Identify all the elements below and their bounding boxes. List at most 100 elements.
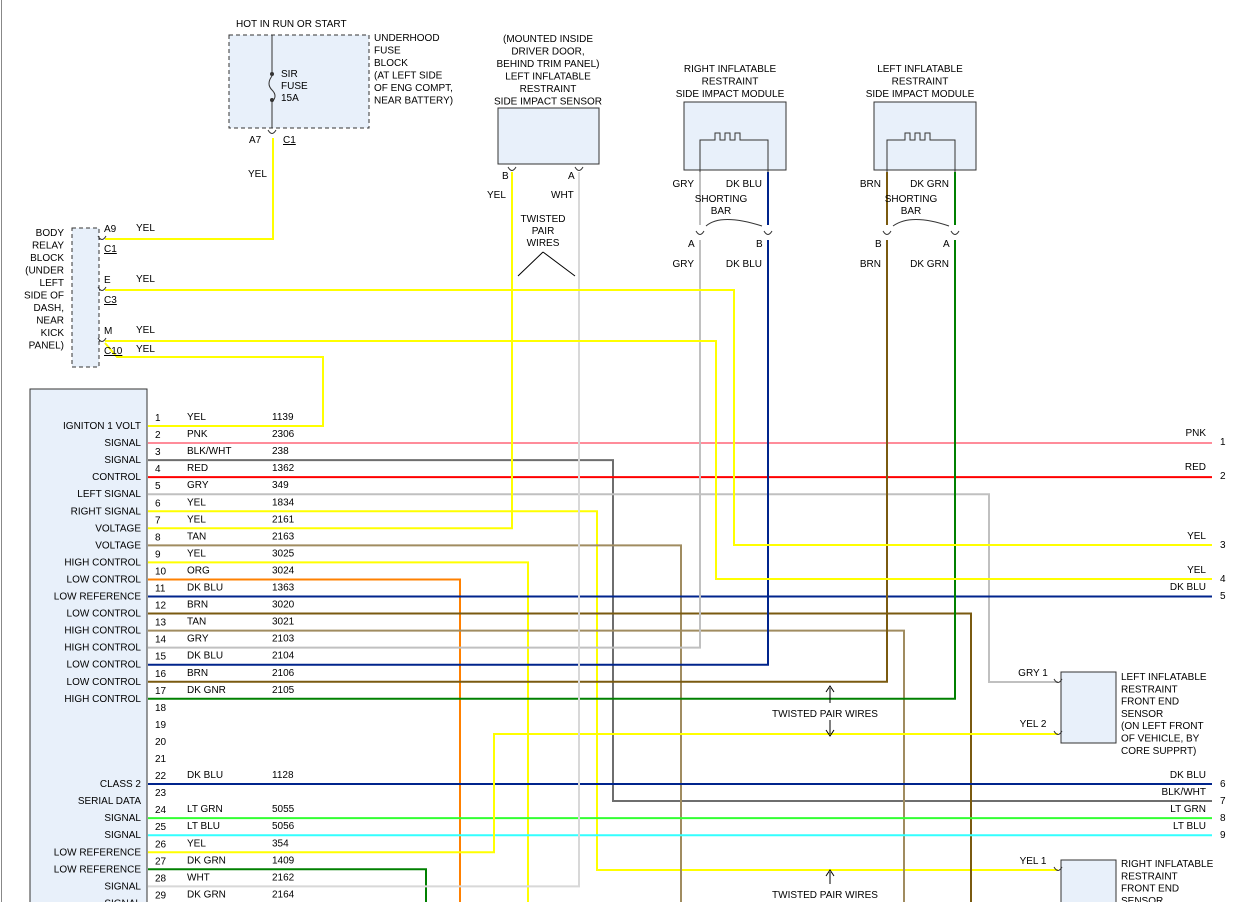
module-pin-number: 28 xyxy=(155,873,167,884)
module-pin-number: 13 xyxy=(155,618,167,629)
wire-color-label: YEL xyxy=(187,548,206,559)
right-connector-color: LT BLU xyxy=(1173,821,1206,832)
wire-color-label: RED xyxy=(187,463,208,474)
wire-color-label: YEL xyxy=(136,344,155,355)
wire-color-label: YEL xyxy=(187,497,206,508)
module-pin-number: 4 xyxy=(155,464,161,475)
label-text: SIDE IMPACT MODULE xyxy=(866,89,975,100)
module-pin-number: 1 xyxy=(155,413,161,424)
label-text: LEFT INFLATABLE xyxy=(1121,672,1207,683)
label-text: KICK xyxy=(41,328,65,339)
label-text: PAIR xyxy=(532,226,555,237)
label-text: 15A xyxy=(281,93,299,104)
module-pin-number: 25 xyxy=(155,822,167,833)
module-pin-number: 27 xyxy=(155,856,167,867)
module-pin-label: HIGH CONTROL xyxy=(64,643,141,654)
module-pin-label: LOW CONTROL xyxy=(67,574,142,585)
label-text: RESTRAINT xyxy=(892,77,949,88)
twisted-arrow xyxy=(517,251,576,277)
wire-pin7 xyxy=(148,172,513,530)
label-text: RESTRAINT xyxy=(1121,684,1178,695)
wire-color-label: TAN xyxy=(187,531,206,542)
module-pin-number: 16 xyxy=(155,669,167,680)
circuit-number: 2106 xyxy=(272,668,295,679)
circuit-number: 2161 xyxy=(272,514,295,525)
module-pin-number: 20 xyxy=(155,737,167,748)
label-text: OF ENG COMPT, xyxy=(374,83,453,94)
relay-conn: C1 xyxy=(104,244,117,255)
wire-pin12 xyxy=(148,612,972,902)
wire-color-label: YEL xyxy=(248,169,267,180)
module-pin-label: LOW REFERENCE xyxy=(54,847,142,858)
label-text: CORE SUPPRT) xyxy=(1121,746,1196,757)
inflatable-restraint-module xyxy=(29,388,148,902)
pin-a: A xyxy=(568,171,575,182)
wire-relay-e xyxy=(105,289,1212,546)
pin-label: YEL 2 xyxy=(1020,719,1047,730)
wire-pin6 xyxy=(148,510,1058,871)
circuit-number: 5056 xyxy=(272,821,295,832)
module-pin-number: 3 xyxy=(155,447,161,458)
wire-pin16 xyxy=(148,240,888,683)
wire-pin8 xyxy=(148,544,682,902)
label-text: BAR xyxy=(901,206,922,217)
circuit-number: 1409 xyxy=(272,855,295,866)
circuit-number: 349 xyxy=(272,480,289,491)
wire-relay-a9 xyxy=(105,138,274,240)
right-connector-color: RED xyxy=(1185,462,1206,473)
label-text: RESTRAINT xyxy=(520,84,577,95)
circuit-number: 3020 xyxy=(272,600,295,611)
module-pin-label: HIGH CONTROL xyxy=(64,626,141,637)
wire-pin13 xyxy=(148,629,905,902)
right-connector-color: DK BLU xyxy=(1170,582,1206,593)
label-text: (AT LEFT SIDE xyxy=(374,71,443,82)
twisted-pair-label: TWISTED PAIR WIRES xyxy=(772,709,878,720)
wire-color-label: DK BLU xyxy=(187,770,223,781)
left-front-sensor-box xyxy=(1060,671,1117,744)
module-pin-number: 29 xyxy=(155,890,167,901)
label-text: LEFT INFLATABLE xyxy=(505,72,591,83)
wire-color-label: GRY xyxy=(187,480,209,491)
module-pin-label: HIGH CONTROL xyxy=(64,694,141,705)
wire-color-label: GRY xyxy=(673,179,695,190)
pin-label: GRY 1 xyxy=(1018,668,1048,679)
wire-pin5 xyxy=(148,493,1058,683)
wire-color-label: DK GNR xyxy=(187,685,226,696)
module-pin-number: 9 xyxy=(155,549,161,560)
wire-color-label: YEL xyxy=(487,190,506,201)
connector-cup xyxy=(950,230,960,235)
shorting-bar xyxy=(705,219,763,227)
label-text: RELAY xyxy=(32,241,64,252)
connector-cup xyxy=(763,230,773,235)
wire-color-label: LT GRN xyxy=(187,804,223,815)
module-pin-label: RIGHT SIGNAL xyxy=(71,506,142,517)
left-door-sensor-box xyxy=(497,107,600,165)
circuit-number: 2104 xyxy=(272,651,295,662)
module-pin-label: LOW CONTROL xyxy=(67,677,142,688)
right-connector-color: YEL xyxy=(1187,565,1206,576)
label-text: LEFT INFLATABLE xyxy=(877,64,963,75)
label-text: DASH, xyxy=(33,303,64,314)
pin: A xyxy=(943,239,950,250)
fuse-header: HOT IN RUN OR START xyxy=(236,19,347,30)
components-layer xyxy=(1,0,1117,902)
circuit-number: 2162 xyxy=(272,872,295,883)
label-text: BAR xyxy=(711,206,732,217)
wire-pin1 xyxy=(104,342,324,427)
wire-color-label: YEL xyxy=(187,838,206,849)
circuit-number: 238 xyxy=(272,446,289,457)
module-pin-label: CONTROL xyxy=(92,472,141,483)
wire-pin15 xyxy=(148,240,769,666)
wire-color-label: BRN xyxy=(187,668,208,679)
wire-pin28 xyxy=(148,172,580,888)
wire-color-label: DK GRN xyxy=(910,179,949,190)
shorting-bar xyxy=(892,219,950,227)
circuit-number: 3021 xyxy=(272,617,295,628)
right-front-sensor-box xyxy=(1060,859,1117,902)
label-text: (MOUNTED INSIDE xyxy=(503,34,593,45)
label-text: SENSOR xyxy=(1121,896,1163,902)
pin-label: YEL 1 xyxy=(1020,856,1047,867)
right-connector-pin: 2 xyxy=(1220,471,1226,482)
module-pin-number: 6 xyxy=(155,498,161,509)
